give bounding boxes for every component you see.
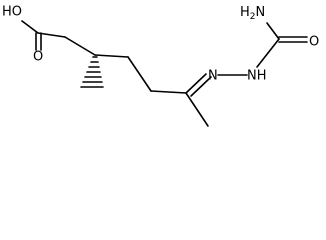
bond-ho-c1: [21, 20, 39, 34]
chemical-structure: HO O H2N O N NH: [2, 5, 319, 127]
bond-c4-c5: [127, 56, 152, 92]
bond-c6-n-double-a: [185, 73, 207, 94]
atom-label-h2n: H2N: [240, 5, 265, 22]
atom-label-carbonyl-oxygen: O: [33, 50, 43, 65]
bond-c6-n-double-b: [190, 76, 212, 97]
atom-label-nh: NH: [247, 69, 267, 84]
atom-label-ho: HO: [2, 5, 22, 20]
hashed-wedge-bond: [80, 56, 104, 88]
bond-c6-ch3: [185, 92, 209, 127]
atom-label-imine-nitrogen: N: [208, 69, 218, 84]
bond-c3-c4: [94, 54, 129, 58]
bond-c-urea-nh2: [266, 22, 280, 40]
bond-c1-c2: [37, 32, 66, 38]
bond-nh-c-urea: [256, 38, 280, 68]
bonds: [21, 20, 308, 127]
bond-c2-c3: [64, 36, 96, 56]
atom-label-urea-oxygen: O: [309, 35, 319, 50]
bond-c5-c6: [150, 90, 187, 94]
